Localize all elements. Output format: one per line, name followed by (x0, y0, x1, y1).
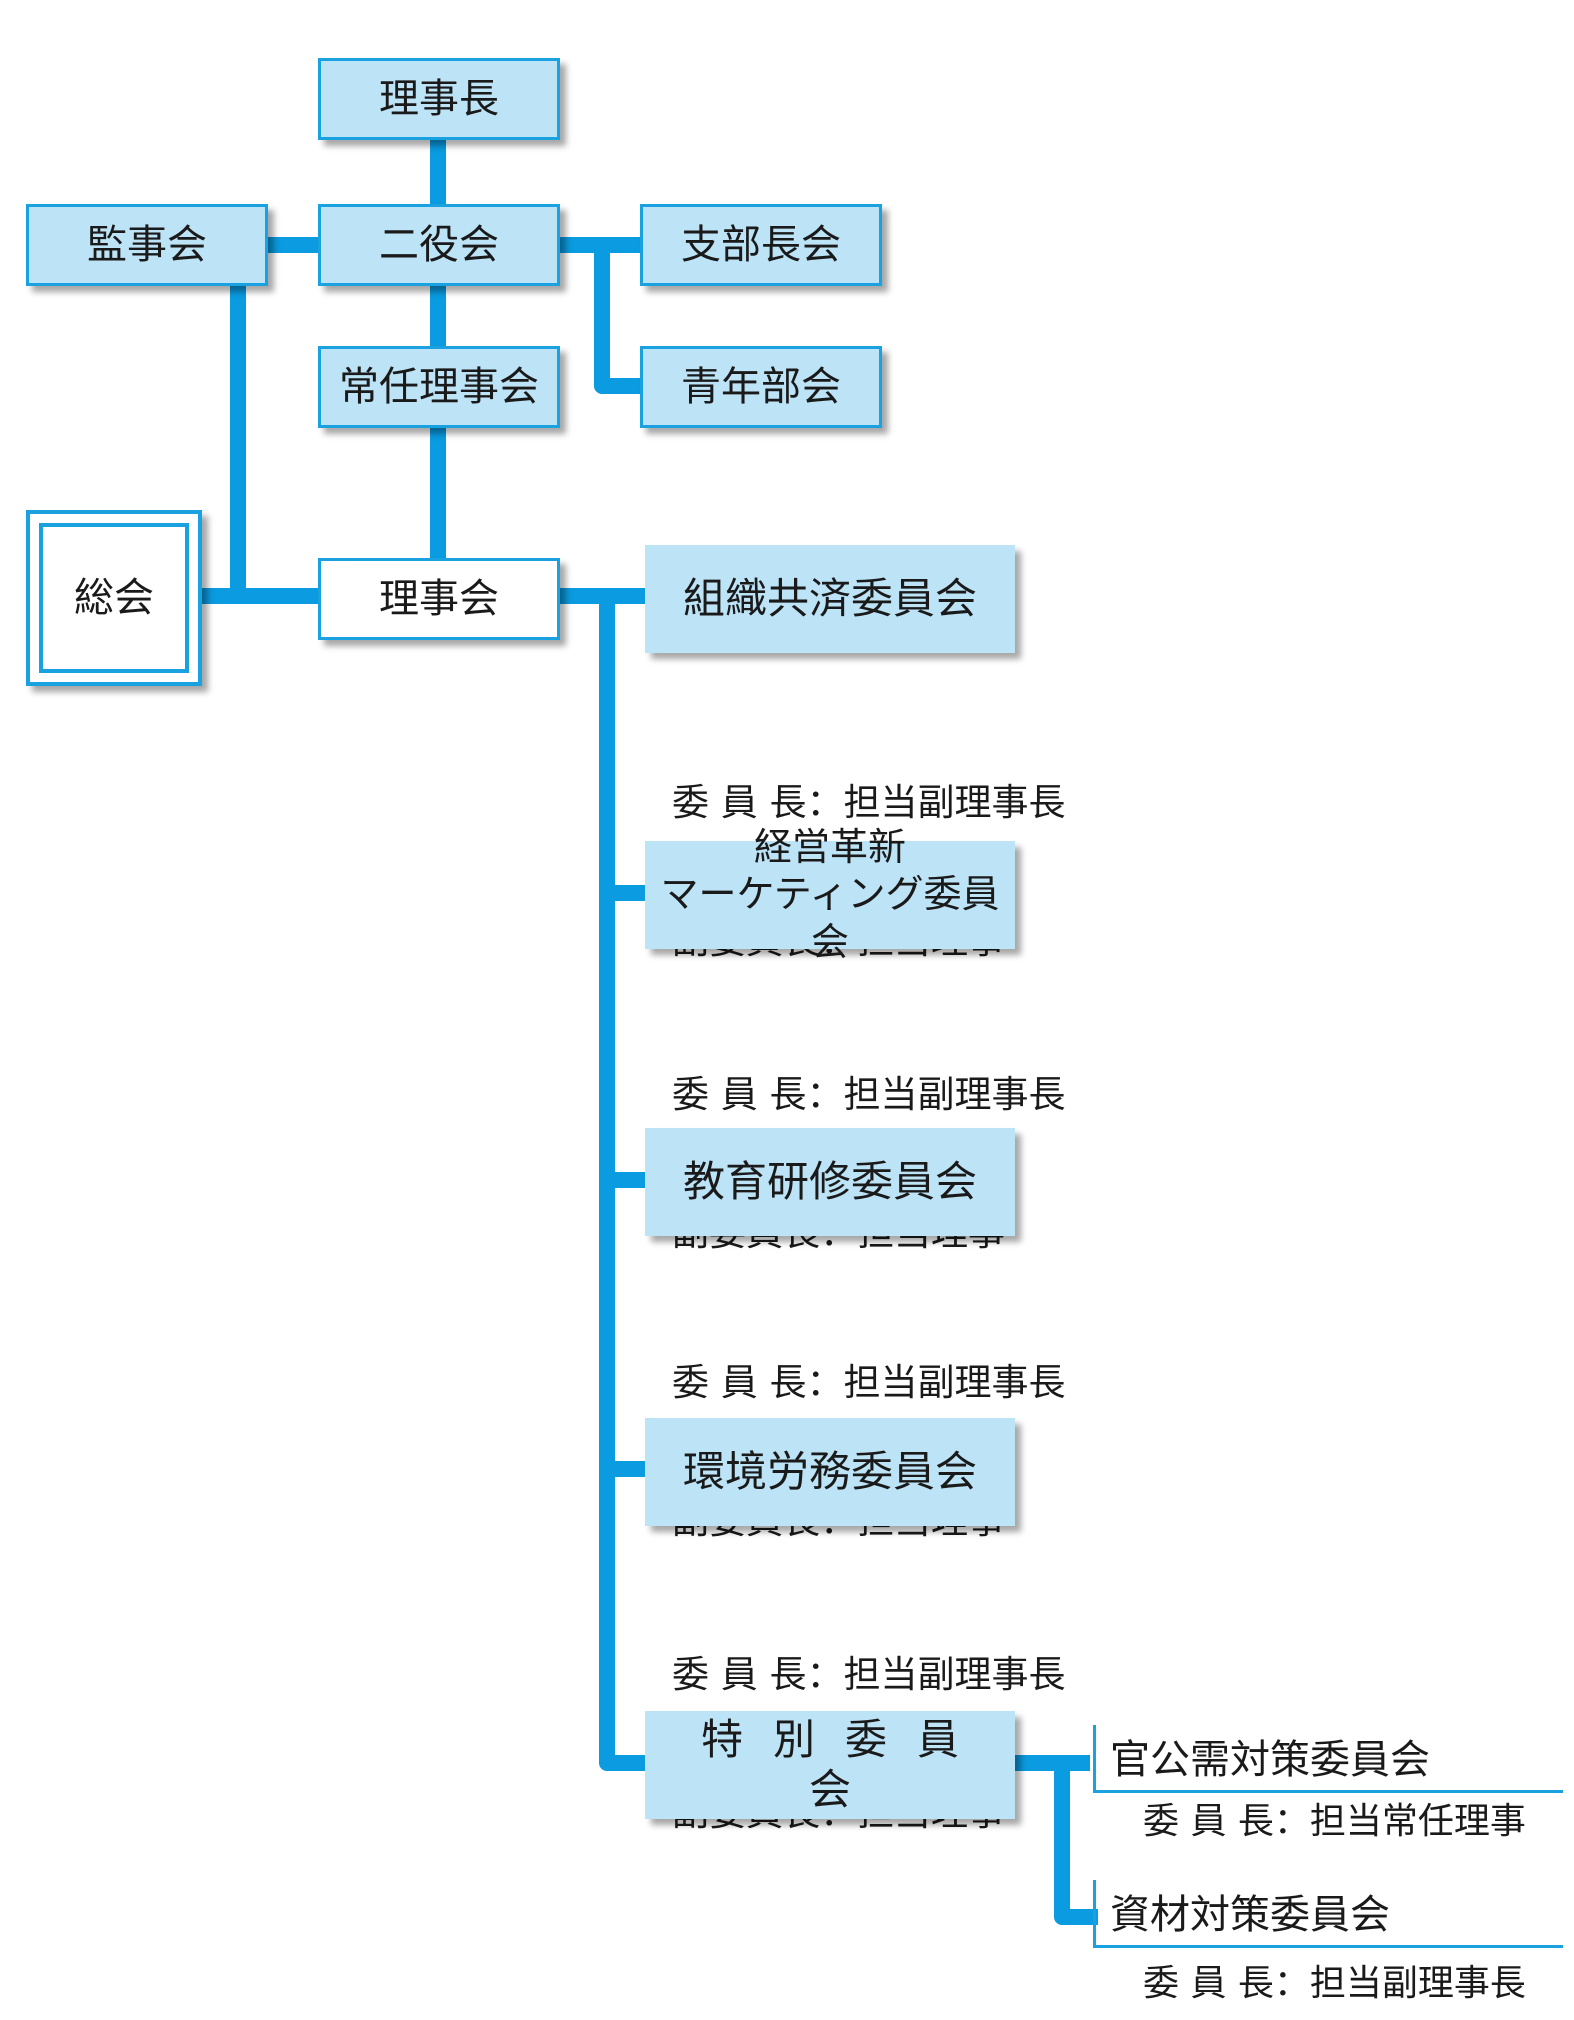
branch-chiefs-box: 支部長会 (640, 204, 882, 286)
sub-committee-underline (1093, 1945, 1563, 1948)
sub-committee-name: 官公需対策委員会 (1110, 1737, 1430, 1783)
committee-name: マーケティング委員会 (660, 872, 1000, 964)
committee-name: 組織共済委員会 (682, 573, 977, 623)
committee-name: 経営革新 (753, 824, 906, 869)
chairman-label: 理事長 (379, 76, 499, 122)
special-committee-box: 特別委員会 (645, 1711, 1015, 1819)
nieki-label: 二役会 (379, 222, 499, 268)
committee-box: 経営革新 マーケティング委員会 (645, 825, 1015, 964)
branch-chiefs-label: 支部長会 (681, 222, 841, 268)
board-label: 理事会 (379, 576, 499, 622)
committee-box: 組織共済委員会 (645, 545, 1015, 653)
sub-committee-underline (1093, 1790, 1563, 1793)
chairman-box: 理事長 (318, 58, 560, 140)
special-committee-name: 特別委員会 (700, 1714, 989, 1814)
sub-committee-chair: 委 員 長：担当副理事長 (1143, 1963, 1526, 2004)
youth-label: 青年部会 (681, 364, 841, 410)
committee-chair: 委 員 長：担当副理事長 (672, 781, 1066, 824)
standing-board-box: 常任理事会 (318, 346, 560, 428)
committee-box: 環境労務委員会 (645, 1418, 1015, 1526)
committee-box: 教育研修委員会 (645, 1128, 1015, 1236)
board-box: 理事会 (318, 558, 560, 640)
sub-committee-bracket (1093, 1880, 1096, 1948)
committee-name: 環境労務委員会 (682, 1446, 977, 1496)
auditors-label: 監事会 (87, 222, 207, 268)
standing-board-label: 常任理事会 (339, 364, 539, 410)
committee-chair: 委 員 長：担当副理事長 (672, 1653, 1066, 1696)
auditors-box: 監事会 (26, 204, 268, 286)
nieki-box: 二役会 (318, 204, 560, 286)
sub-committee-bracket (1093, 1725, 1096, 1793)
sub-committee-name: 資材対策委員会 (1110, 1892, 1390, 1938)
general-assembly-box: 総会 (26, 510, 202, 686)
committee-name: 教育研修委員会 (682, 1156, 977, 1206)
youth-box: 青年部会 (640, 346, 882, 428)
general-assembly-inner: 総会 (39, 523, 189, 673)
general-assembly-label: 総会 (74, 575, 154, 621)
committee-chair: 委 員 長：担当副理事長 (672, 1361, 1066, 1404)
sub-committee-chair: 委 員 長：担当常任理事 (1143, 1801, 1526, 1842)
committee-chair: 委 員 長：担当副理事長 (672, 1073, 1066, 1116)
